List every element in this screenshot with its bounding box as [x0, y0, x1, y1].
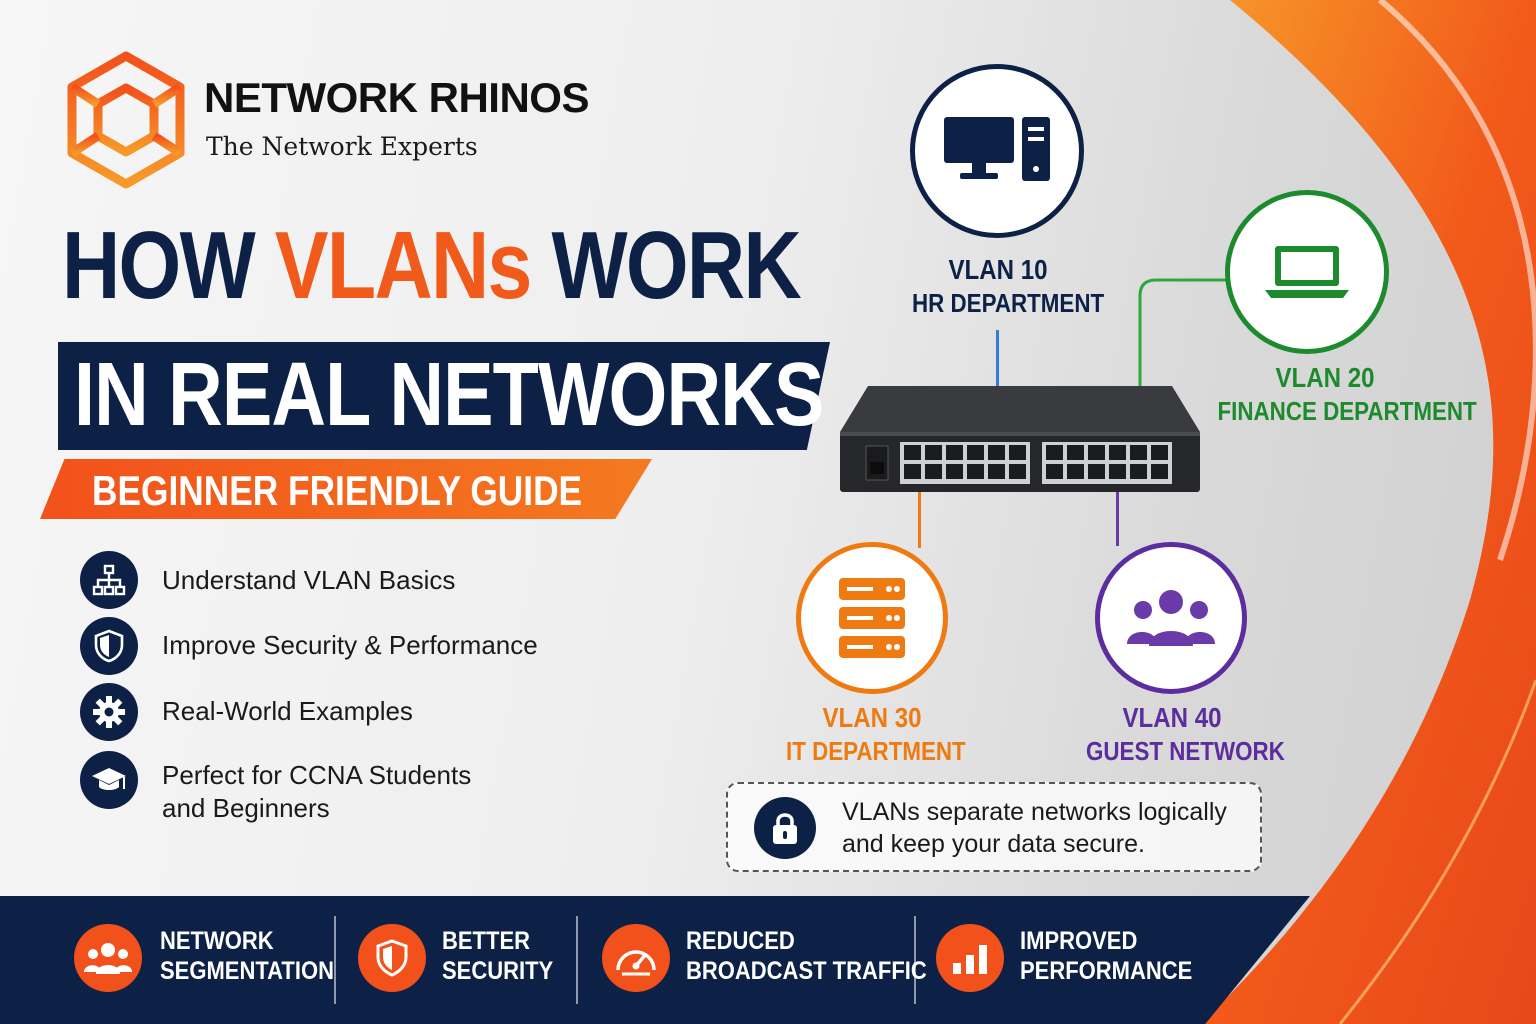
graduation-cap-icon: [80, 751, 138, 809]
switch-port: [1130, 464, 1147, 479]
vlan20-link: [1138, 278, 1232, 408]
lock-icon: [754, 797, 816, 859]
switch-port: [946, 464, 963, 479]
users-icon: [1127, 590, 1215, 646]
network-switch: [840, 386, 1200, 492]
switch-port: [1151, 464, 1168, 479]
switch-port: [967, 464, 984, 479]
switch-port: [1046, 464, 1063, 479]
vlan30-link: [918, 488, 921, 548]
vlan10-label: VLAN 10 HR DEPARTMENT: [912, 254, 1105, 318]
vlan10-node: [910, 64, 1084, 238]
switch-port: [1109, 464, 1126, 479]
switch-port: [988, 464, 1005, 479]
switch-port: [1130, 445, 1147, 460]
feature-text: Real-World Examples: [162, 696, 413, 726]
gear-icon: [80, 683, 138, 741]
vlan20-node: [1225, 190, 1389, 354]
cube-logo-icon: [67, 51, 185, 189]
vlan40-link: [1116, 488, 1119, 546]
headline-band: [58, 342, 830, 450]
feature-text: Understand VLAN Basics: [162, 565, 456, 595]
headline-line1: HOW VLANs WORK: [62, 212, 802, 319]
switch-port: [1009, 445, 1026, 460]
switch-port: [967, 445, 984, 460]
brand-name: NETWORK RHINOS: [204, 74, 590, 121]
speedometer-icon: [602, 924, 670, 992]
desktop-computer-icon: [944, 117, 1050, 181]
shield-icon: [80, 617, 138, 675]
divider: [914, 916, 916, 1004]
laptop-icon: [1265, 246, 1349, 298]
switch-port: [1067, 445, 1084, 460]
switch-port: [1046, 445, 1063, 460]
network-icon: [80, 551, 138, 609]
shield-icon: [358, 924, 426, 992]
switch-port: [904, 445, 921, 460]
switch-port: [988, 445, 1005, 460]
switch-port: [1088, 445, 1105, 460]
vlan40-node: [1095, 542, 1247, 694]
port-bank: [1042, 442, 1172, 484]
users-icon: [74, 924, 142, 992]
server-icon: [839, 578, 905, 658]
divider: [334, 916, 336, 1004]
feature-text: Perfect for CCNA Students and Beginners: [162, 760, 472, 823]
feature-text: Improve Security & Performance: [162, 630, 538, 660]
vlan30-node: [796, 542, 948, 694]
switch-port: [904, 464, 921, 479]
brand-tagline: The Network Experts: [206, 132, 478, 161]
vlan10-link: [996, 330, 999, 408]
vlan20-label: VLAN 20 FINANCE DEPARTMENT: [1217, 362, 1477, 426]
subtitle: BEGINNER FRIENDLY GUIDE: [92, 467, 583, 514]
divider: [576, 916, 578, 1004]
bar-chart-icon: [936, 924, 1004, 992]
switch-port: [1067, 464, 1084, 479]
vlan40-label: VLAN 40 GUEST NETWORK: [1086, 702, 1285, 766]
port-bank: [900, 442, 1030, 484]
headline-line2: IN REAL NETWORKS: [74, 345, 824, 445]
switch-port: [925, 445, 942, 460]
vlan30-label: VLAN 30 IT DEPARTMENT: [786, 702, 966, 766]
switch-port: [1151, 445, 1168, 460]
info-text: VLANs separate networks logically and ke…: [842, 798, 1227, 858]
switch-port: [1088, 464, 1105, 479]
switch-port: [925, 464, 942, 479]
subtitle-band: [40, 459, 652, 519]
switch-port: [946, 445, 963, 460]
switch-port: [1109, 445, 1126, 460]
switch-port: [1009, 464, 1026, 479]
headline-accent: VLANs: [274, 212, 533, 319]
